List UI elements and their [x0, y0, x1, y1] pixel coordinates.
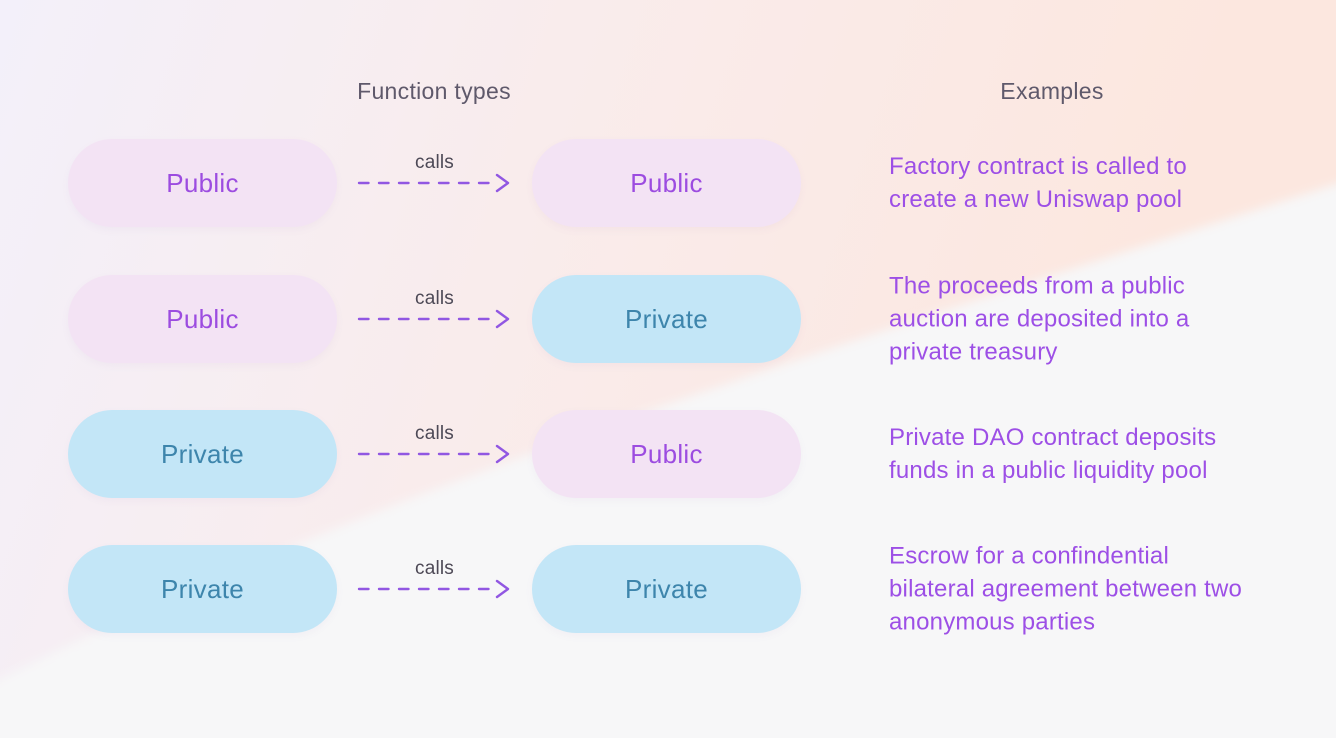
callee-pill-label: Private [624, 573, 709, 604]
calls-label: calls [414, 152, 455, 173]
example-text: Factory contract is called to create a n… [889, 153, 1187, 213]
callee-pill: Public [532, 410, 801, 498]
calls-arrow-group: calls [337, 139, 532, 227]
callee-pill: Public [532, 139, 801, 227]
calls-label: calls [414, 558, 455, 579]
callee-pill: Private [532, 275, 801, 363]
dashed-arrow-icon [357, 309, 510, 329]
example-text: The proceeds from a public auction are d… [889, 272, 1190, 366]
diagram-row-public-private: Public calls Private The proceeds from a… [68, 273, 1308, 366]
diagram-row-public-public: Public calls Public Factory contract is … [68, 139, 1308, 227]
caller-pill-label: Private [160, 573, 245, 604]
caller-pill: Public [68, 139, 337, 227]
example-text: Private DAO contract deposits funds in a… [889, 424, 1217, 484]
example-text: Escrow for a confindential bilateral agr… [889, 542, 1243, 636]
caller-pill: Private [68, 545, 337, 633]
calls-arrow-group: calls [337, 410, 532, 498]
caller-pill: Public [68, 275, 337, 363]
calls-arrow-group: calls [337, 545, 532, 633]
callee-pill-label: Public [630, 438, 703, 469]
caller-pill-label: Public [166, 303, 239, 334]
dashed-arrow-icon [357, 579, 510, 599]
calls-label: calls [414, 423, 455, 444]
dashed-arrow-icon [357, 444, 510, 464]
caller-pill-label: Public [166, 167, 239, 198]
dashed-arrow-icon [357, 173, 510, 193]
callee-pill-label: Public [630, 167, 703, 198]
callee-pill: Private [532, 545, 801, 633]
column-header-examples: Examples [1000, 78, 1104, 104]
diagram-row-private-public: Private calls Public Private DAO contrac… [68, 410, 1308, 498]
diagram-row-private-private: Private calls Private Escrow for a confi… [68, 543, 1308, 636]
caller-pill: Private [68, 410, 337, 498]
calls-label: calls [414, 288, 455, 309]
caller-pill-label: Private [160, 438, 245, 469]
calls-arrow-group: calls [337, 275, 532, 363]
column-header-function-types: Function types [357, 78, 511, 104]
callee-pill-label: Private [624, 303, 709, 334]
